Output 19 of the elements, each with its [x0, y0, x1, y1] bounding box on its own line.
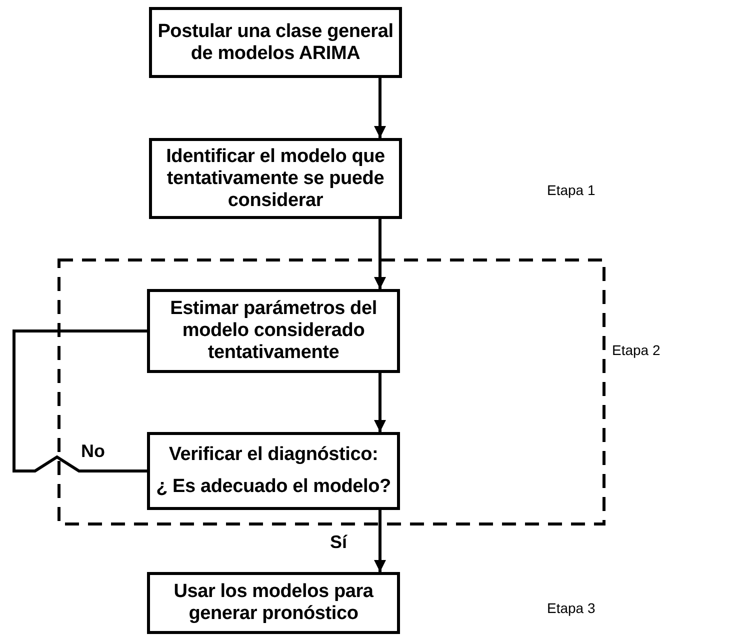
stage-label: Etapa 1 — [547, 182, 596, 198]
stage-label: Etapa 2 — [612, 342, 660, 358]
arrow — [374, 510, 386, 572]
process-box — [147, 289, 400, 373]
box-text: Postular una clase general de modelos ARIMA — [156, 20, 394, 64]
arrow — [374, 373, 386, 432]
process-box — [149, 7, 402, 78]
arrow — [374, 78, 386, 138]
question-text: ¿ Es adecuado el modelo? — [156, 475, 391, 499]
box-text: Usar los modelos para generar pronóstico — [172, 581, 374, 625]
box-text: Identificar el modelo que tentativamente se puede considerar — [165, 146, 386, 212]
arrow — [374, 219, 386, 289]
stage-label: Etapa 3 — [547, 600, 596, 616]
box-text: Estimar parámetros del modelo considerado tentativamente — [169, 298, 378, 364]
process-box — [147, 432, 400, 510]
process-box — [147, 572, 400, 634]
dashed-group-frame — [57, 258, 606, 526]
box-text: Verificar el diagnóstico: — [168, 443, 378, 467]
process-box — [149, 138, 402, 219]
